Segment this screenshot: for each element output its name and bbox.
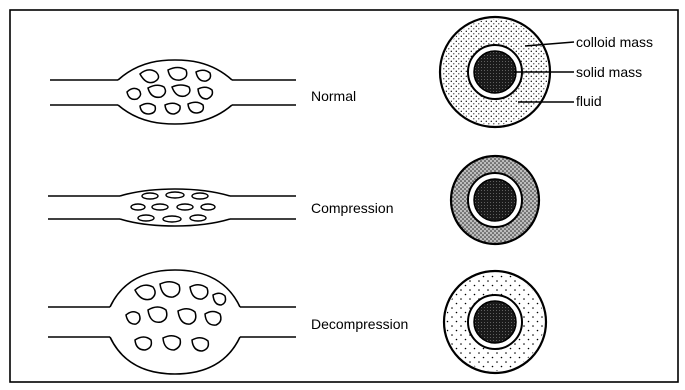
vessel-compression [48,189,296,226]
callout-solid-mass: solid mass [576,64,642,80]
particle-compression [451,156,539,244]
solid-mass-core [474,51,516,93]
label-decompression: Decompression [311,316,408,332]
vessel-decompression [48,270,296,374]
particle-decompression [444,271,546,373]
callout-colloid-mass: colloid mass [576,34,653,50]
label-normal: Normal [311,88,356,104]
callout-fluid: fluid [576,93,602,109]
vessel-normal [50,60,296,124]
label-compression: Compression [311,200,393,216]
